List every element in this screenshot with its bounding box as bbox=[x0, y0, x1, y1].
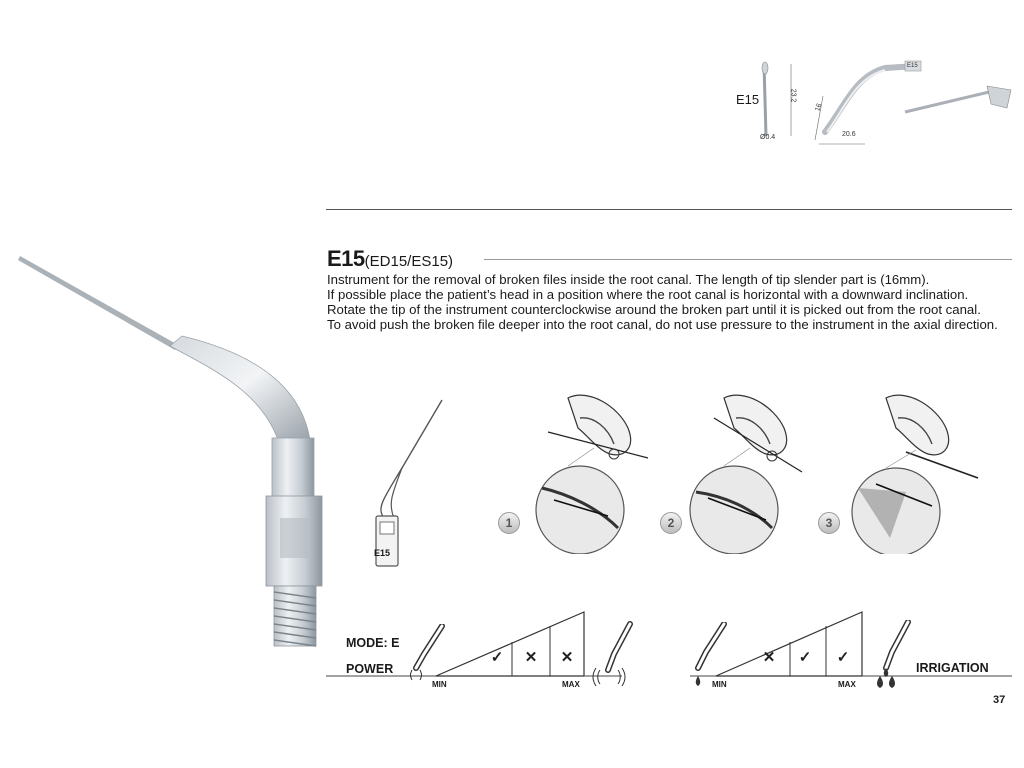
step-badge: 2 bbox=[660, 512, 682, 534]
irrigation-scale bbox=[690, 611, 1012, 677]
page-number: 37 bbox=[993, 694, 1006, 706]
power-mark: ✕ bbox=[560, 649, 574, 666]
description-paragraph: Instrument for the removal of broken fil… bbox=[327, 272, 930, 287]
handpiece-low-irrigation-icon bbox=[695, 622, 727, 686]
handpiece-low-power-icon bbox=[410, 624, 445, 681]
procedure-step-1-illustration bbox=[535, 394, 649, 554]
spec-model-label: E15 bbox=[736, 92, 760, 107]
procedure-step-3-illustration bbox=[851, 394, 979, 554]
product-heading: E15(ED15/ES15) bbox=[327, 247, 453, 274]
irrigation-mark: ✕ bbox=[762, 649, 776, 666]
power-mark: ✓ bbox=[490, 649, 504, 666]
product-variants: (ED15/ES15) bbox=[364, 253, 454, 270]
spec-drawings bbox=[761, 60, 1012, 145]
product-description: Instrument for the removal of broken fil… bbox=[327, 272, 1007, 332]
thread bbox=[273, 585, 317, 647]
tip-sketch bbox=[375, 399, 443, 567]
dim-tip-diameter: Ø0.4 bbox=[760, 134, 776, 141]
irrigation-label: IRRIGATION bbox=[916, 661, 989, 675]
procedure-step-2-illustration bbox=[689, 394, 803, 554]
spec-diagram bbox=[726, 52, 1012, 155]
power-min-label: MIN bbox=[432, 680, 447, 689]
spec-thread-label: E15 bbox=[907, 63, 918, 69]
power-max-label: MAX bbox=[562, 680, 580, 689]
scaler-tip-illustration bbox=[18, 256, 323, 647]
product-model: E15 bbox=[327, 246, 365, 271]
handpiece-high-power-icon bbox=[592, 621, 633, 687]
power-scale bbox=[326, 611, 622, 677]
irrigation-mark: ✓ bbox=[836, 649, 850, 666]
dim-total-height: 23.2 bbox=[789, 88, 797, 103]
irrigation-mark: ✓ bbox=[798, 649, 812, 666]
heading-rule bbox=[484, 259, 1012, 260]
irrigation-max-label: MAX bbox=[838, 680, 856, 689]
description-paragraph: To avoid push the broken file deeper int… bbox=[327, 317, 998, 332]
step-badge: 3 bbox=[818, 512, 840, 534]
description-paragraph: If possible place the patient’s head in … bbox=[327, 287, 981, 317]
handpiece-high-irrigation-icon bbox=[877, 620, 911, 688]
power-mark: ✕ bbox=[524, 649, 538, 666]
mode-label: MODE: E bbox=[346, 636, 400, 650]
step-badge: 1 bbox=[498, 512, 520, 534]
power-label: POWER bbox=[346, 662, 394, 676]
tip-sketch-label: E15 bbox=[374, 548, 391, 558]
section-divider bbox=[326, 209, 1012, 210]
dim-horizontal-length: 20.6 bbox=[842, 131, 856, 138]
irrigation-min-label: MIN bbox=[712, 680, 727, 689]
